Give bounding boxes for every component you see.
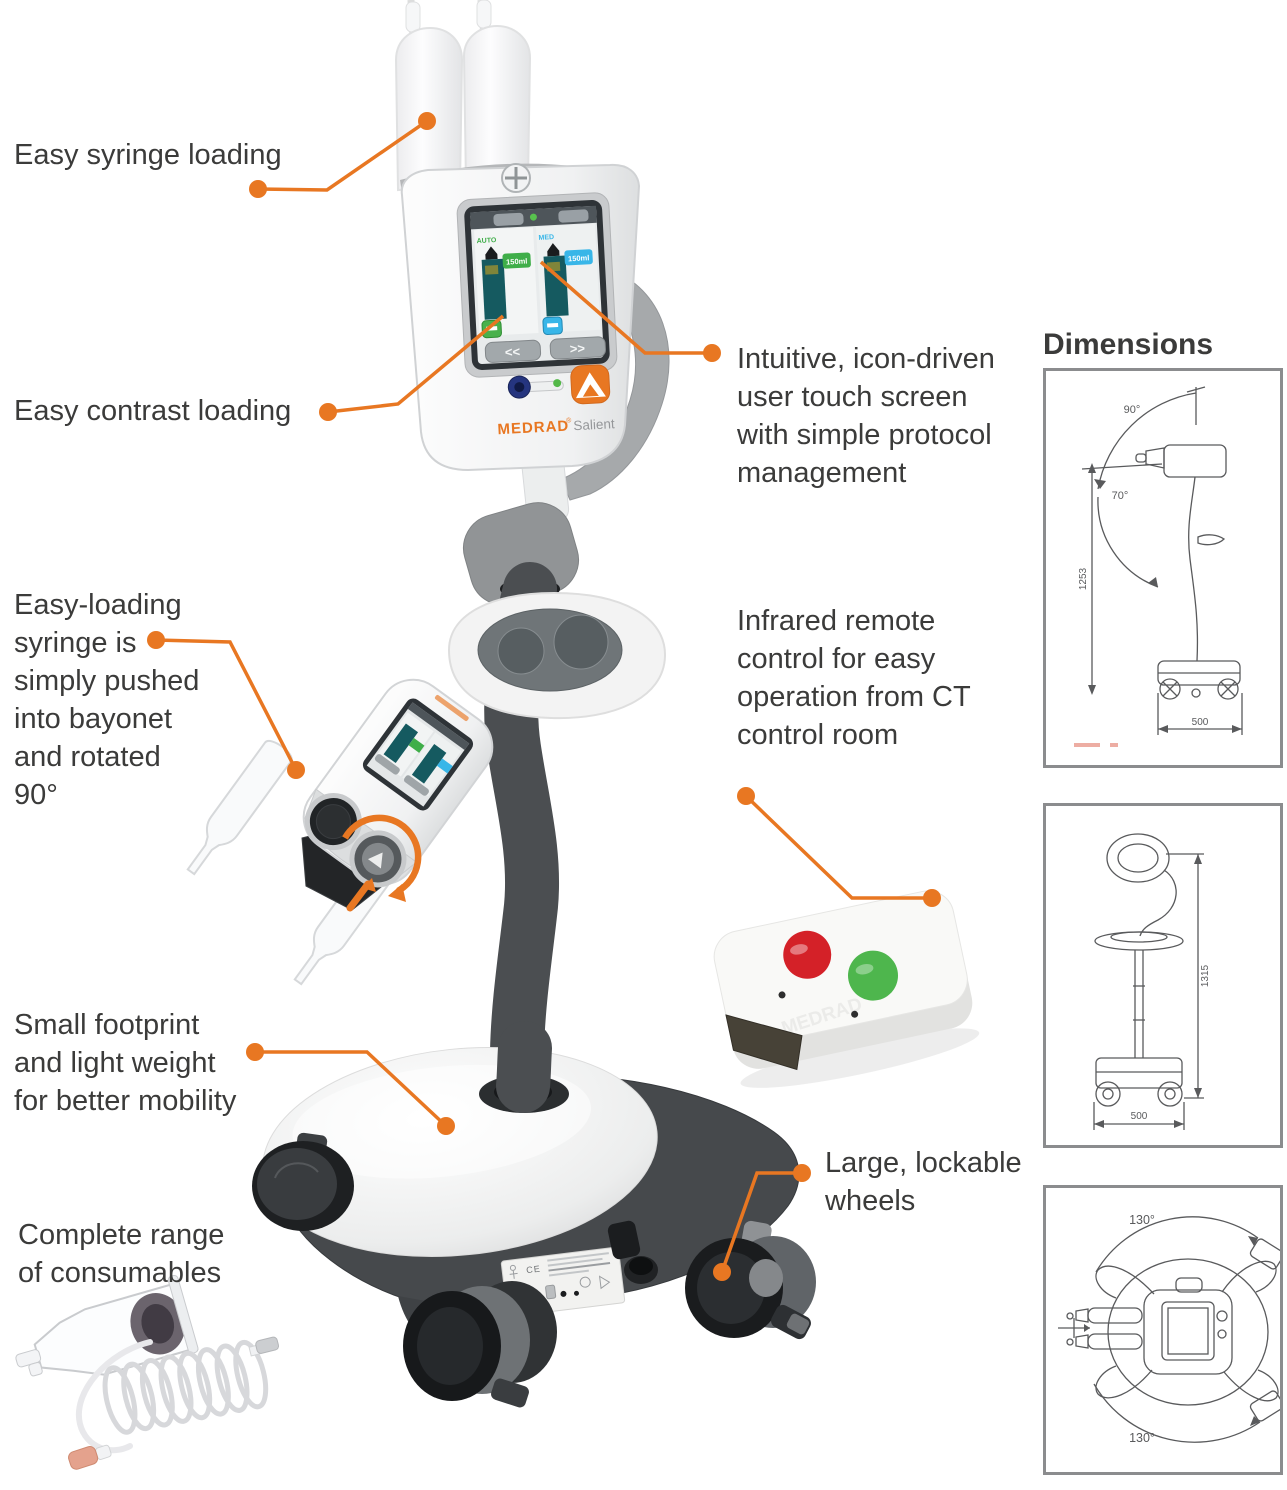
label-footprint: Small footprint and light weight for bet… (14, 1009, 237, 1117)
right-wheel (685, 1220, 816, 1340)
callout-line-wheels (720, 1171, 802, 1273)
remote-stop-button (783, 930, 832, 979)
front-view-drawing: 1315 500 (1093, 833, 1211, 1130)
brand-logo: MEDRAD (497, 418, 570, 439)
front-view-width: 500 (1131, 1111, 1148, 1122)
side-view-lower-angle: 70° (1112, 490, 1129, 502)
side-view-drawing: 90° 70° 1253 500 (1074, 386, 1243, 747)
dimension-box-side-view: 90° 70° 1253 500 (1043, 368, 1283, 768)
base-assembly: CE (252, 1021, 816, 1408)
bayer-cross-logo (501, 163, 531, 193)
ce-mark: CE (526, 1264, 542, 1276)
consumables-illustration (15, 1274, 280, 1470)
dimensions-title: Dimensions (1043, 328, 1214, 361)
top-view-lower-angle: 130° (1129, 1431, 1155, 1445)
coiled-tube (102, 1336, 280, 1435)
luer-connector (68, 1444, 112, 1470)
callout-line-footprint (255, 1050, 448, 1128)
callout-dots (147, 112, 941, 1281)
left-volume-badge: 150ml (506, 256, 528, 266)
back-nav-label: << (504, 344, 520, 360)
right-volume-badge: 150ml (568, 253, 590, 263)
back-nav-button (484, 339, 542, 363)
side-view-width: 500 (1192, 717, 1209, 728)
rotate-arrow (342, 814, 422, 894)
left-mode-label: AUTO (476, 237, 497, 245)
remote-control-illustration: MEDRAD (713, 890, 980, 1088)
side-view-upper-angle: 90° (1124, 404, 1141, 416)
dimension-box-front-view: 1315 500 (1043, 803, 1283, 1148)
label-consumables: Complete range of consumables (18, 1219, 225, 1289)
bayonet-inset-illustration (186, 678, 494, 986)
top-view-upper-angle: 130° (1129, 1213, 1155, 1227)
front-wheel (403, 1281, 557, 1408)
top-view-drawing: 130° 130° (1058, 1213, 1285, 1445)
brand-reg-mark: ® (566, 416, 572, 424)
callout-line-remote (744, 794, 932, 900)
left-wheel (252, 1132, 354, 1231)
touch-screen: AUTO MED 150ml 150ml (456, 192, 618, 439)
right-mode-label: MED (538, 234, 554, 242)
label-bayonet: Easy-loading syringe is simply pushed in… (14, 589, 200, 811)
front-view-height: 1315 (1200, 964, 1211, 987)
ir-window (725, 1014, 803, 1071)
accessory-ring (447, 591, 667, 720)
callout-line-touch-screen (539, 260, 712, 355)
mounted-syringes (394, 0, 532, 192)
dimension-box-top-view: 130° 130° (1043, 1185, 1285, 1475)
label-easy-syringe-loading: Easy syringe loading (14, 139, 282, 171)
injector-head: AUTO MED 150ml 150ml (400, 163, 641, 472)
injector-stand-illustration: CE (252, 0, 816, 1408)
callout-line-syringe-loading (257, 119, 428, 192)
model-name: Salient (573, 416, 615, 433)
disposable-syringe (15, 1274, 199, 1377)
label-touch-screen: Intuitive, icon-driven user touch screen… (737, 343, 995, 489)
label-wheels: Large, lockable wheels (825, 1147, 1022, 1217)
remote-start-button (848, 950, 899, 1001)
power-connector (607, 1220, 641, 1260)
forward-nav-button (549, 336, 606, 360)
callout-line-contrast-loading (327, 314, 505, 414)
callout-line-bayonet (155, 638, 298, 771)
label-remote: Infrared remote control for easy operati… (737, 605, 971, 751)
label-easy-contrast-loading: Easy contrast loading (14, 395, 292, 427)
side-view-height: 1253 (1078, 567, 1089, 590)
status-led (529, 213, 537, 221)
forward-nav-label: >> (569, 341, 585, 357)
callout-lines (155, 119, 932, 1273)
